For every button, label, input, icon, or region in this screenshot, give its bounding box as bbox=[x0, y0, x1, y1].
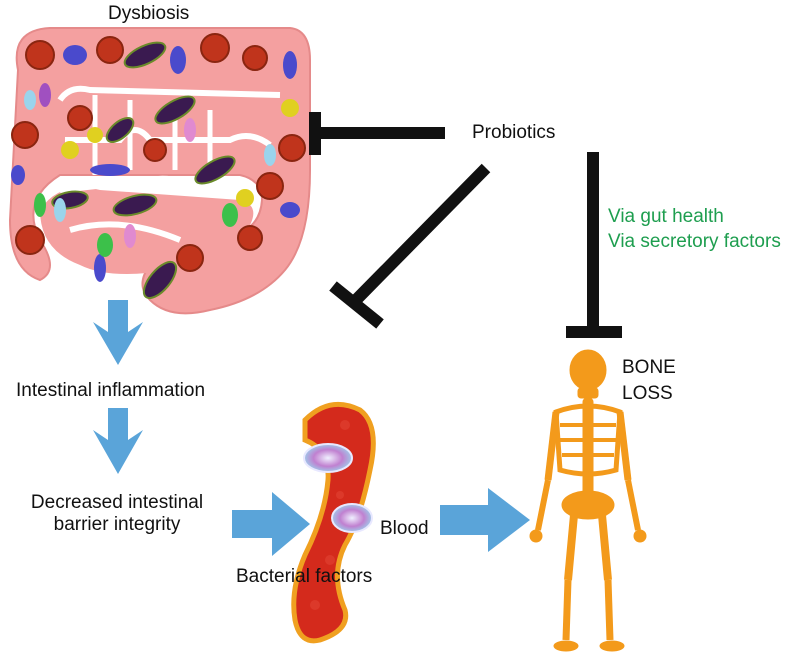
arrow-right-1 bbox=[232, 492, 310, 556]
bacterial-factors-label: Bacterial factors bbox=[236, 566, 373, 587]
intestine-illustration bbox=[8, 27, 311, 315]
bacteria-dark-rods bbox=[51, 41, 236, 300]
arrow-right-2 bbox=[440, 488, 530, 552]
via-gut-health-label: Via gut health bbox=[608, 206, 724, 227]
blood-vessel bbox=[291, 401, 376, 644]
bone-loss-label-line1: BONE bbox=[622, 357, 676, 378]
bacteria-yellow bbox=[61, 99, 299, 207]
intestinal-inflammation-label: Intestinal inflammation bbox=[16, 380, 206, 401]
bacteria-pastel bbox=[24, 83, 276, 248]
bacteria-blue bbox=[11, 45, 300, 282]
skeleton-illustration bbox=[529, 349, 647, 652]
decreased-barrier-label: Decreased intestinal barrier integrity bbox=[22, 492, 212, 536]
bacteria-red bbox=[11, 33, 306, 272]
via-secretory-factors-label: Via secretory factors bbox=[608, 231, 781, 252]
arrow-down-2 bbox=[93, 408, 143, 474]
inhibit-barrier-arrow bbox=[329, 163, 491, 329]
decreased-barrier-line2: barrier integrity bbox=[53, 514, 181, 535]
probiotics-label: Probiotics bbox=[472, 122, 556, 143]
arrow-down-1 bbox=[93, 300, 143, 365]
inhibit-dysbiosis-arrow bbox=[309, 112, 445, 155]
bone-loss-label-line2: LOSS bbox=[622, 383, 673, 404]
bacteria-green bbox=[34, 193, 238, 257]
inhibit-bone-loss-arrow bbox=[566, 152, 622, 338]
decreased-barrier-line1: Decreased intestinal bbox=[30, 492, 204, 513]
blood-label: Blood bbox=[380, 518, 429, 539]
dysbiosis-label: Dysbiosis bbox=[108, 3, 190, 24]
